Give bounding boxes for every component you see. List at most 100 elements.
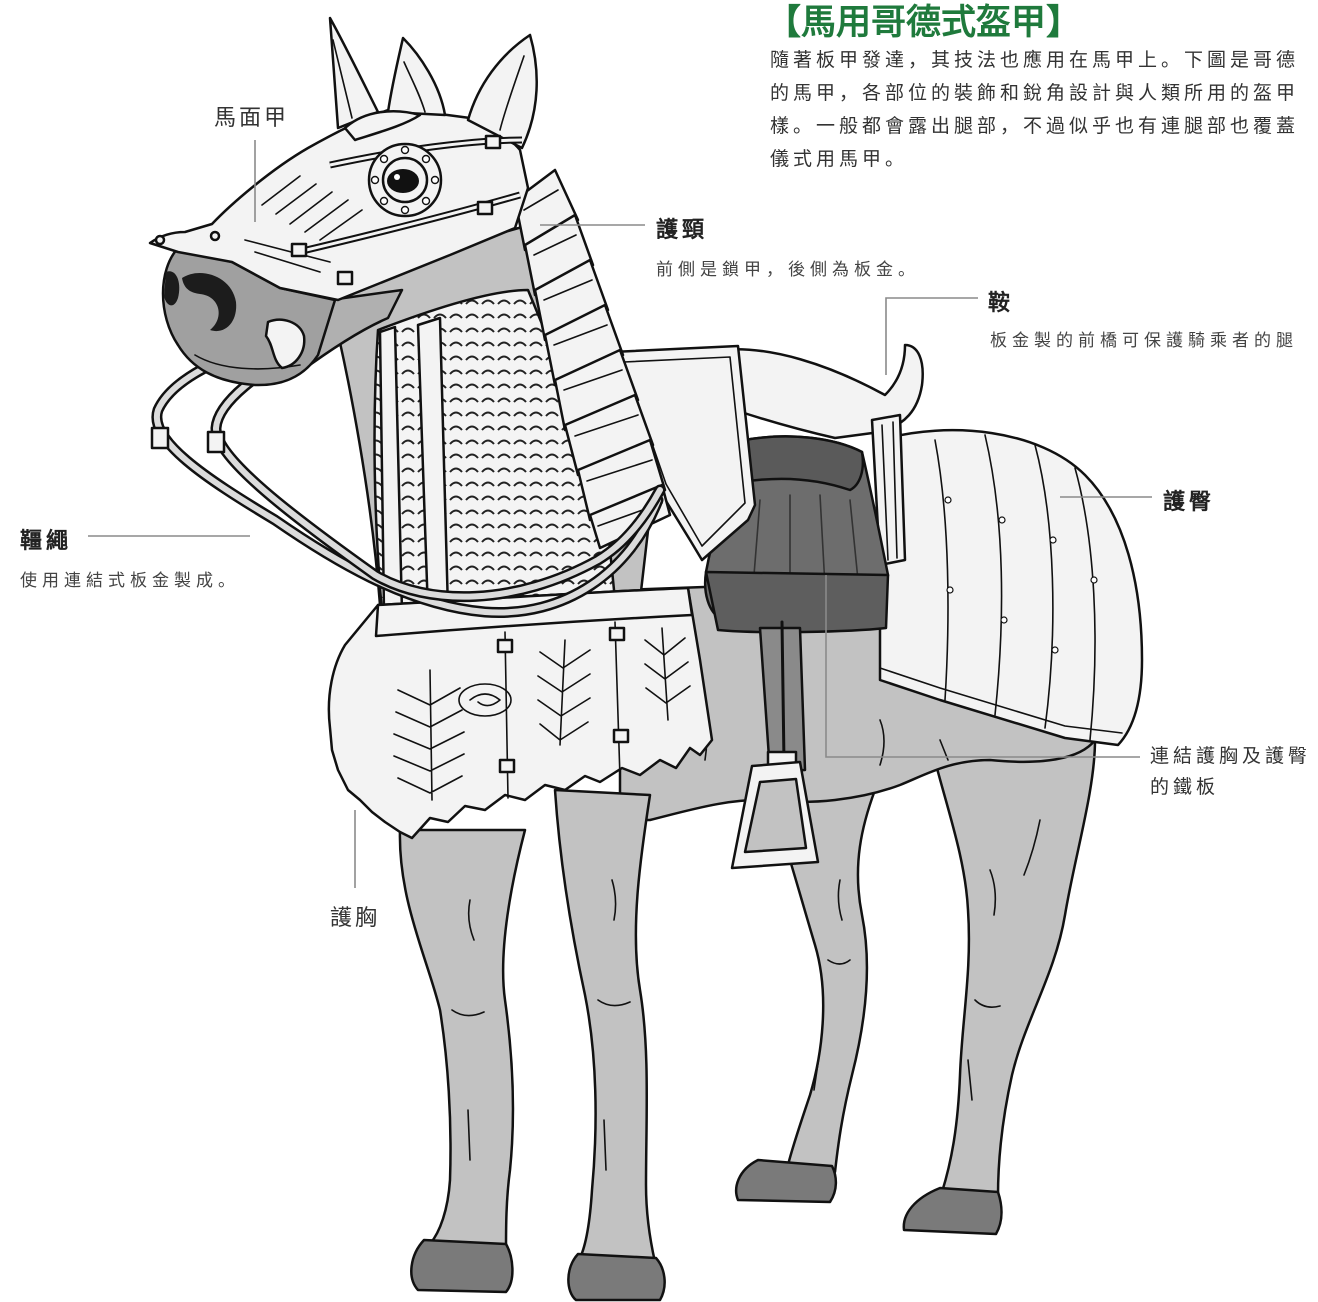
far-hind-hoof xyxy=(902,1186,1003,1236)
front-left-hoof xyxy=(410,1238,514,1294)
rein-buckle xyxy=(150,426,170,450)
rivet xyxy=(1051,646,1059,654)
chanfron-spike-line xyxy=(332,39,353,119)
rivet xyxy=(1000,616,1008,624)
right-ear xyxy=(466,33,538,150)
leader-line-flanchard xyxy=(825,575,1140,758)
diagram-title: 【馬用哥德式盔甲】 xyxy=(766,3,1082,43)
label-saddle: 鞍 xyxy=(988,291,1015,316)
label-flanchard-line: 的鐵板 xyxy=(1150,776,1220,798)
chanfron-strap-upper xyxy=(329,138,523,167)
peytral-scroll-emblem xyxy=(458,683,512,717)
far-hind-leg-shading xyxy=(967,819,1041,1101)
crinet-lame-inner-lines xyxy=(523,189,663,527)
label-flanchard: 連結護胸及護臀 的鐵板 xyxy=(1150,741,1318,803)
crupper-lames xyxy=(879,434,1123,741)
front-left-leg-shape xyxy=(398,828,527,1252)
buckle xyxy=(336,270,354,286)
label-chanfron: 馬面甲 xyxy=(214,106,290,131)
label-crupper: 護臀 xyxy=(1163,490,1216,515)
saddle-skirt xyxy=(704,570,890,634)
buckle xyxy=(290,242,308,258)
rivet xyxy=(370,175,380,185)
saddle xyxy=(704,343,924,870)
crupper-rivets xyxy=(944,496,1098,654)
left-ear xyxy=(386,36,447,117)
front-right-leg xyxy=(553,788,666,1302)
near-hind-leg-shading xyxy=(813,879,851,1091)
rivet xyxy=(946,586,954,594)
label-reins: 韁繩 xyxy=(20,529,73,554)
left-ear-inner xyxy=(403,61,426,113)
rivet xyxy=(944,496,952,504)
chanfron-strap-lower xyxy=(297,193,521,254)
far-hind-leg xyxy=(902,718,1097,1236)
chanfron-curl xyxy=(154,234,166,246)
intro-line: 儀式用馬甲。 xyxy=(770,148,909,170)
buckle xyxy=(476,200,494,216)
rivet xyxy=(400,145,410,155)
chanfron-curl xyxy=(209,230,221,242)
chanfron-engraving xyxy=(244,175,363,273)
peytral-buckles xyxy=(496,626,630,774)
right-ear-inner xyxy=(499,55,525,131)
rivet xyxy=(1090,576,1098,584)
label-crinet: 護頸 xyxy=(656,218,709,243)
crupper-plate xyxy=(878,428,1144,747)
rein-strand xyxy=(212,345,663,600)
chanfron-crest xyxy=(343,110,422,142)
peytral-feather-engraving xyxy=(393,627,691,801)
note-reins: 使用連結式板金製成。 xyxy=(20,571,240,591)
horse-eye xyxy=(387,169,419,193)
intro-line: 的馬甲，各部位的裝飾和銳角設計與人類所用的盔甲 xyxy=(770,82,1300,104)
buckle xyxy=(612,728,630,744)
rivet xyxy=(421,154,431,164)
rivet xyxy=(400,205,410,215)
label-peytral: 護胸 xyxy=(330,906,381,931)
rivet xyxy=(379,196,389,206)
front-right-leg-shape xyxy=(553,788,657,1264)
buckle xyxy=(498,758,516,774)
saddle-pad-roll xyxy=(740,435,865,492)
stirrup-inner xyxy=(743,777,808,854)
saddle-front-plate-border xyxy=(623,356,746,547)
intro-line: 樣。一般都會露出腿部，不過似乎也有連腿部也覆蓋 xyxy=(770,115,1300,137)
saddle-rear-strap-lines xyxy=(881,421,898,561)
saddle-seat-top xyxy=(718,343,924,440)
near-hind-leg xyxy=(734,778,877,1204)
peytral-scroll-curl xyxy=(469,693,501,707)
rein-buckle xyxy=(206,430,226,454)
rivet xyxy=(998,516,1006,524)
eye-rivets xyxy=(370,145,440,215)
note-crinet: 前側是鎖甲，後側為板金。 xyxy=(656,260,920,280)
intro-paragraph: 隨著板甲發達，其技法也應用在馬甲上。下圖是哥德 的馬甲，各部位的裝飾和銳角設計與… xyxy=(770,44,1318,176)
near-hind-hoof xyxy=(734,1158,838,1204)
crupper-armor xyxy=(878,428,1144,747)
front-right-hoof xyxy=(567,1252,666,1302)
rivet xyxy=(430,175,440,185)
rein-strand xyxy=(153,329,661,616)
crinet-lame xyxy=(563,393,655,477)
rivet xyxy=(1049,536,1057,544)
horse-head xyxy=(148,16,538,387)
buckle xyxy=(608,626,626,642)
front-left-leg xyxy=(398,828,527,1294)
reins xyxy=(150,326,666,619)
eye-highlight xyxy=(394,174,400,180)
saddle-pad-folds xyxy=(751,494,861,606)
front-left-leg-shading xyxy=(451,899,485,1161)
leader-lines xyxy=(88,140,1152,888)
rivet xyxy=(421,196,431,206)
rivet xyxy=(379,154,389,164)
far-hind-leg-shape xyxy=(923,718,1097,1198)
front-right-leg-shading xyxy=(597,879,631,1171)
note-saddle: 板金製的前橋可保護騎乘者的腿 xyxy=(990,331,1298,351)
eye-rondel xyxy=(367,142,443,218)
horse-nostril xyxy=(182,272,237,332)
stirrup-leather xyxy=(780,620,786,764)
buckle xyxy=(484,134,502,150)
intro-line: 隨著板甲發達，其技法也應用在馬甲上。下圖是哥德 xyxy=(770,49,1300,71)
label-flanchard-line: 連結護胸及護臀 xyxy=(1150,745,1312,767)
